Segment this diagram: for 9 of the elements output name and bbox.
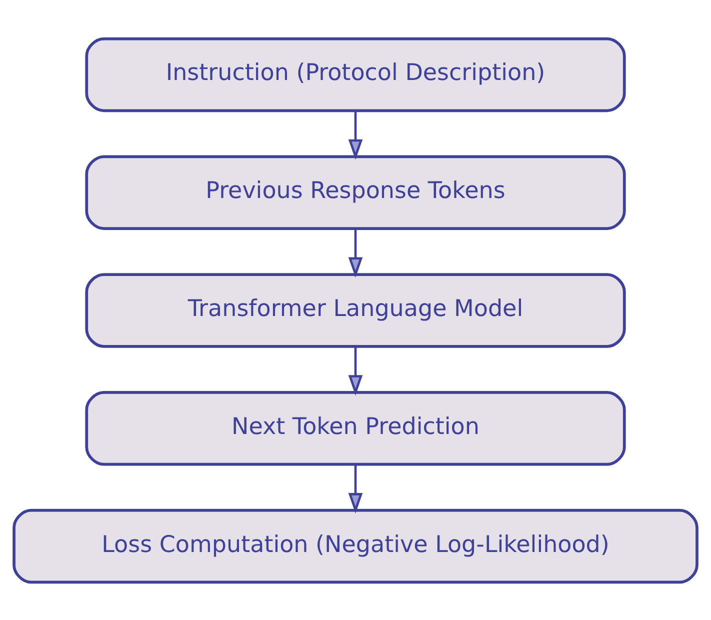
node-box: Previous Response Tokens (85, 154, 626, 230)
node-box: Instruction (Protocol Description) (85, 36, 626, 112)
arrow (348, 346, 363, 396)
arrow (348, 464, 363, 513)
arrow (348, 110, 363, 160)
node-box: Next Token Prediction (85, 390, 626, 466)
node-box: Loss Computation (Negative Log-Likelihood) (12, 508, 698, 584)
arrow (348, 228, 363, 278)
node-box: Transformer Language Model (85, 272, 626, 348)
